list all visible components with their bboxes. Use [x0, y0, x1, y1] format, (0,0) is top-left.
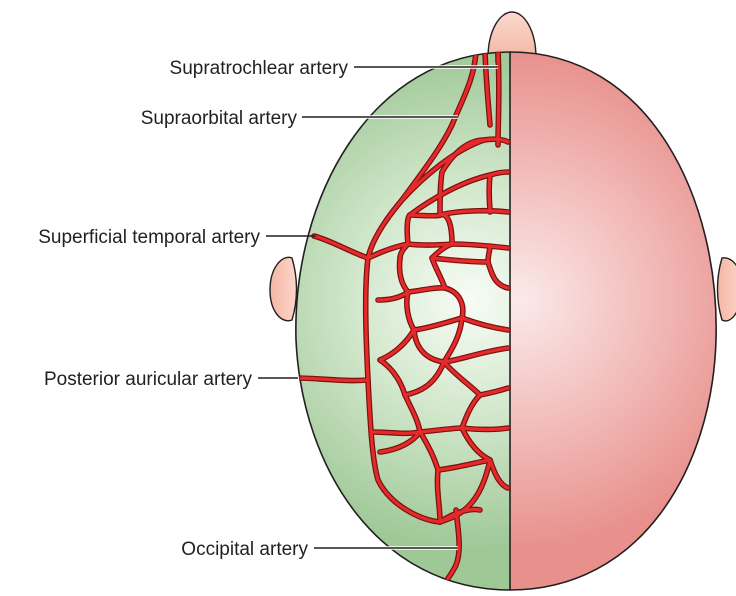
- artery-vessel: [410, 215, 440, 216]
- label-supratrochlear-artery: Supratrochlear artery: [170, 58, 349, 79]
- artery-vessel: [489, 175, 490, 212]
- artery-vessel: [462, 428, 508, 430]
- left-ear-shape: [270, 257, 297, 320]
- label-posterior-auricular-artery: Posterior auricular artery: [44, 369, 253, 390]
- artery-vessel: [498, 52, 499, 145]
- artery-vessel: [408, 244, 452, 245]
- scalp-right-half: [510, 40, 736, 591]
- label-occipital-artery: Occipital artery: [181, 539, 308, 560]
- label-supraorbital-artery: Supraorbital artery: [141, 108, 298, 129]
- artery-vessel: [372, 432, 420, 433]
- right-ear-shape: [718, 258, 736, 321]
- label-superficial-temporal-artery: Superficial temporal artery: [38, 227, 260, 248]
- nose-shape: [488, 12, 536, 58]
